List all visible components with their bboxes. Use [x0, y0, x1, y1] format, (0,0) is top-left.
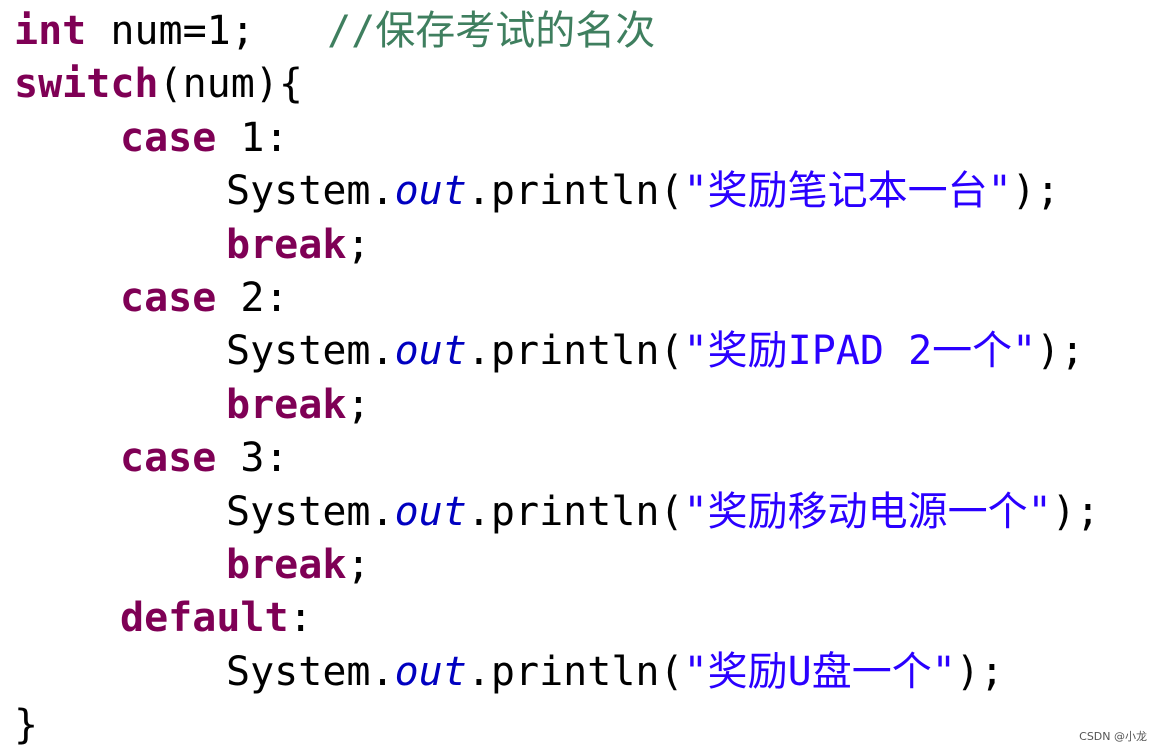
code-token-keyword: case [120, 274, 217, 321]
code-token-field: out [394, 488, 467, 535]
code-token-plain: ); [1036, 328, 1085, 375]
code-token-keyword: case [120, 114, 217, 161]
code-line: break; [14, 219, 1100, 272]
code-token-field: out [394, 168, 467, 215]
code-token-plain: num=1; [86, 8, 328, 54]
code-token-keyword: int [14, 8, 87, 54]
code-token-plain: ); [955, 648, 1004, 695]
code-token-plain: } [14, 702, 39, 749]
code-token-plain: 2: [216, 274, 289, 321]
code-line: default: [14, 592, 1100, 645]
code-token-plain: ; [346, 381, 371, 428]
code-token-keyword: switch [14, 61, 159, 108]
code-line: case 1: [14, 112, 1100, 165]
code-token-plain: ; [346, 541, 371, 588]
code-token-field: out [394, 328, 467, 375]
code-token-string: "奖励U盘一个" [683, 648, 956, 695]
code-token-keyword: break [226, 541, 347, 588]
code-token-plain: System. [226, 488, 395, 535]
code-token-string: "奖励移动电源一个" [683, 488, 1052, 535]
code-line: System.out.println("奖励移动电源一个"); [14, 486, 1100, 539]
code-token-field: out [394, 648, 467, 695]
code-token-plain: : [288, 595, 313, 642]
code-token-plain: 3: [216, 435, 289, 482]
code-token-plain: System. [226, 328, 395, 375]
code-token-plain: ; [346, 221, 371, 268]
code-token-plain: ); [1051, 488, 1100, 535]
code-token-string: "奖励IPAD 2一个" [683, 328, 1037, 375]
code-line: case 2: [14, 272, 1100, 325]
code-line: break; [14, 539, 1100, 592]
code-line: System.out.println("奖励U盘一个"); [14, 646, 1100, 699]
code-token-plain: .println( [466, 328, 684, 375]
code-line: int num=1; //保存考试的名次 [14, 5, 1100, 58]
code-token-plain: System. [226, 168, 395, 215]
code-token-plain: ); [1011, 168, 1060, 215]
code-line: case 3: [14, 432, 1100, 485]
code-token-keyword: case [120, 435, 217, 482]
code-line: } [14, 699, 1100, 752]
code-token-keyword: default [120, 595, 289, 642]
code-line: System.out.println("奖励笔记本一台"); [14, 165, 1100, 218]
code-token-plain: System. [226, 648, 395, 695]
code-token-plain: 1: [216, 114, 289, 161]
code-token-keyword: break [226, 221, 347, 268]
code-token-plain: .println( [466, 648, 684, 695]
code-token-string: "奖励笔记本一台" [683, 168, 1012, 215]
watermark: CSDN @小龙 [1079, 730, 1147, 743]
code-line: break; [14, 379, 1100, 432]
code-token-plain: .println( [466, 168, 684, 215]
code-token-plain: .println( [466, 488, 684, 535]
code-line: switch(num){ [14, 58, 1100, 111]
code-token-plain: (num){ [158, 61, 304, 108]
code-token-keyword: break [226, 381, 347, 428]
code-line: System.out.println("奖励IPAD 2一个"); [14, 325, 1100, 378]
code-token-comment: //保存考试的名次 [327, 8, 656, 54]
